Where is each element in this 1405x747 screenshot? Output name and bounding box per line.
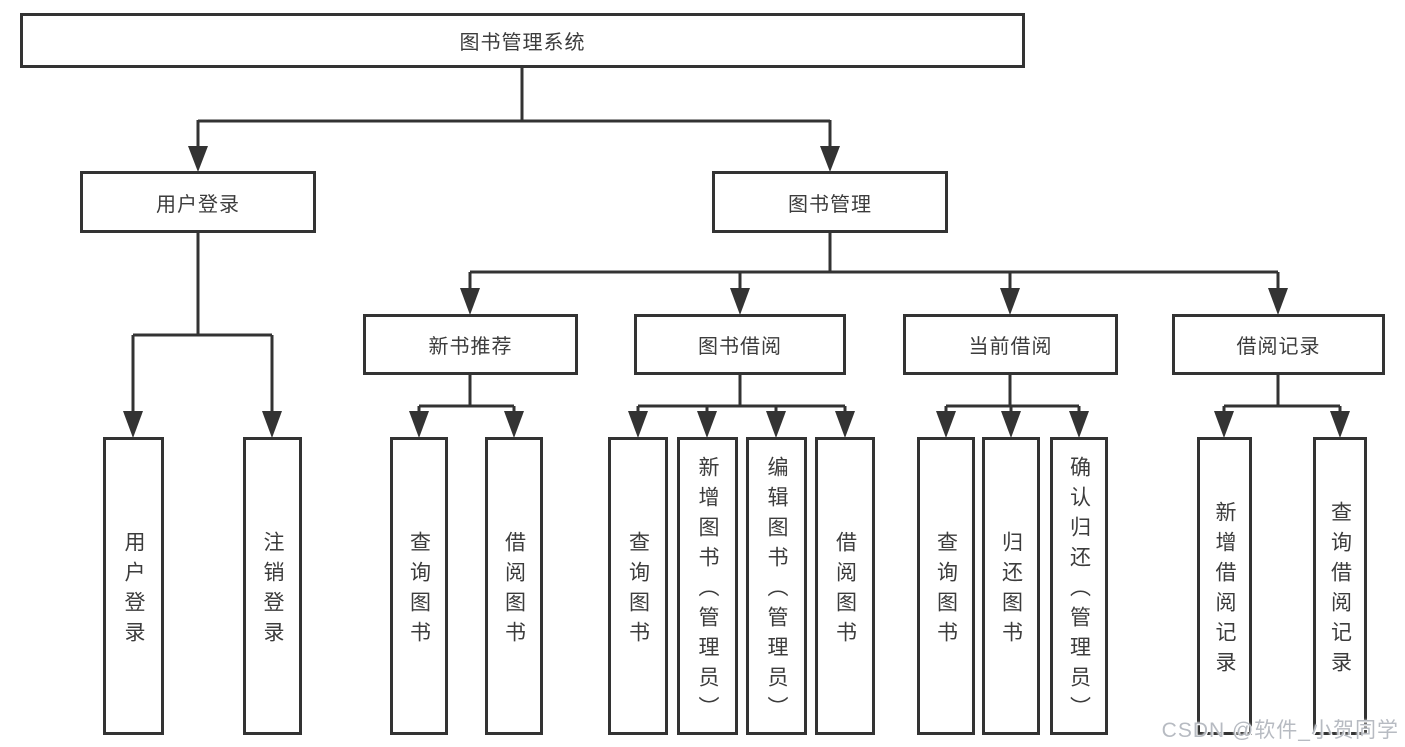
node-label: 归还图书 [999,530,1023,651]
node-library-management-system: 图书管理系统 [20,13,1025,68]
node-label: 新增图书（管理员） [696,455,719,726]
leaf-add-borrow-record: 新增借阅记录 [1197,437,1252,735]
leaf-edit-books-admin: 编辑图书（管理员） [746,437,807,735]
node-label: 用户登录 [156,193,240,216]
leaf-logout: 注销登录 [243,437,302,735]
leaf-return-books: 归还图书 [982,437,1040,735]
leaf-borrow-books-recommend: 借阅图书 [485,437,543,735]
node-user-login-branch: 用户登录 [80,171,316,233]
node-label: 查询图书 [407,530,431,651]
node-label: 借阅图书 [502,530,526,651]
node-label: 注销登录 [261,530,284,651]
leaf-user-login: 用户登录 [103,437,164,735]
leaf-query-books-recommend: 查询图书 [390,437,448,735]
node-label: 借阅记录 [1236,336,1321,358]
leaf-confirm-return-admin: 确认归还（管理员） [1050,437,1108,735]
node-label: 借阅图书 [833,530,857,651]
node-label: 新增借阅记录 [1213,500,1236,681]
node-label: 新书推荐 [428,336,513,358]
node-label: 用户登录 [122,530,145,651]
node-label: 查询图书 [626,530,650,651]
node-label: 编辑图书（管理员） [765,455,788,726]
node-current-borrowing: 当前借阅 [903,314,1118,375]
node-label: 图书管理 [788,193,872,216]
node-label: 确认归还（管理员） [1067,455,1091,726]
node-new-book-recommend: 新书推荐 [363,314,578,375]
csdn-watermark: CSDN @软件_小贺同学 [1161,719,1399,742]
leaf-query-borrow-record: 查询借阅记录 [1313,437,1367,735]
node-label: 当前借阅 [968,336,1053,358]
leaf-query-books-borrowing: 查询图书 [608,437,668,735]
node-book-management-branch: 图书管理 [712,171,948,233]
arrowheads [123,146,1350,438]
node-label: 图书管理系统 [459,32,586,54]
node-borrowing-records: 借阅记录 [1172,314,1385,375]
leaf-query-books-current: 查询图书 [917,437,975,735]
node-book-borrowing: 图书借阅 [634,314,846,375]
node-label: 查询图书 [934,530,958,651]
node-label: 图书借阅 [698,336,782,358]
node-label: 查询借阅记录 [1328,500,1352,681]
leaf-borrow-books: 借阅图书 [815,437,875,735]
leaf-add-books-admin: 新增图书（管理员） [677,437,738,735]
